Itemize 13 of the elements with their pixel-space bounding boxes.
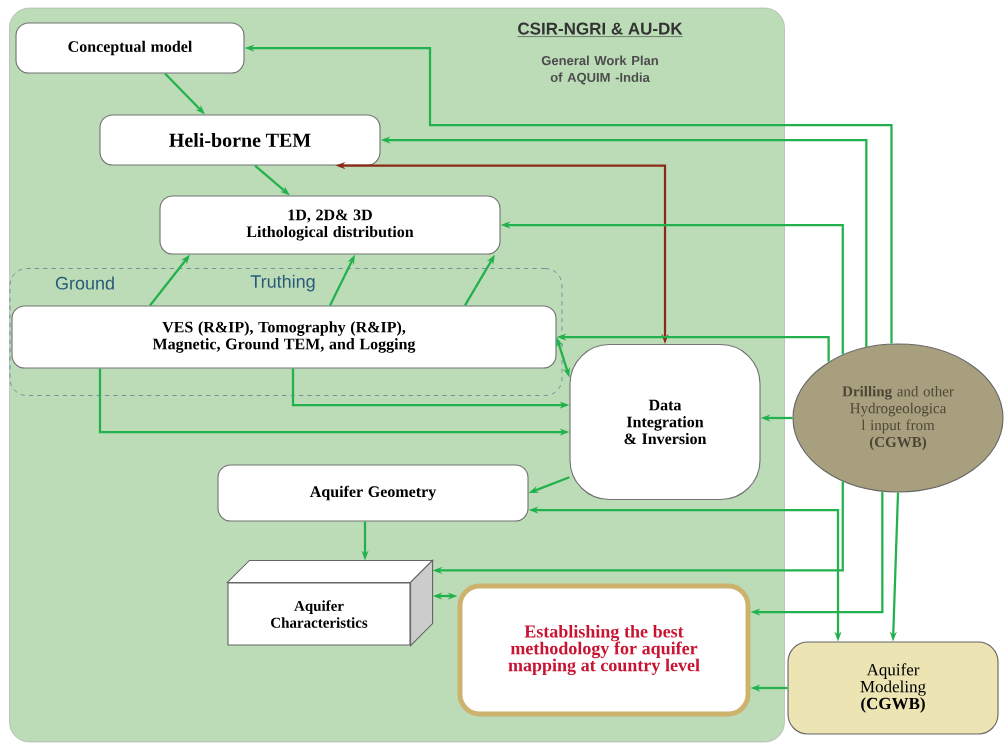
process-box: Aquifer Modeling (CGWB)	[787, 641, 999, 735]
group-label: Truthing	[250, 274, 315, 292]
process-box: 1D, 2D& 3D Lithological distribution	[159, 195, 501, 255]
process-box: Heli-borne TEM	[99, 114, 381, 166]
highlight-box: Establishing the best methodology for aquifer mapping at country level	[457, 583, 751, 717]
subtitle: General Work Plan of AQUIM -India	[541, 55, 658, 85]
block-box: Aquifer Characteristics	[226, 559, 434, 647]
process-box: Data Integration & Inversion	[569, 343, 761, 501]
process-box: VES (R&IP), Tomography (R&IP), Magnetic, Ground TEM, and Logging	[11, 305, 557, 369]
title: CSIR-NGRI & AU-DK	[517, 22, 683, 37]
group-label: Ground	[55, 276, 114, 290]
process-box: Aquifer Geometry	[217, 464, 529, 522]
process-box: Conceptual model	[15, 22, 245, 74]
